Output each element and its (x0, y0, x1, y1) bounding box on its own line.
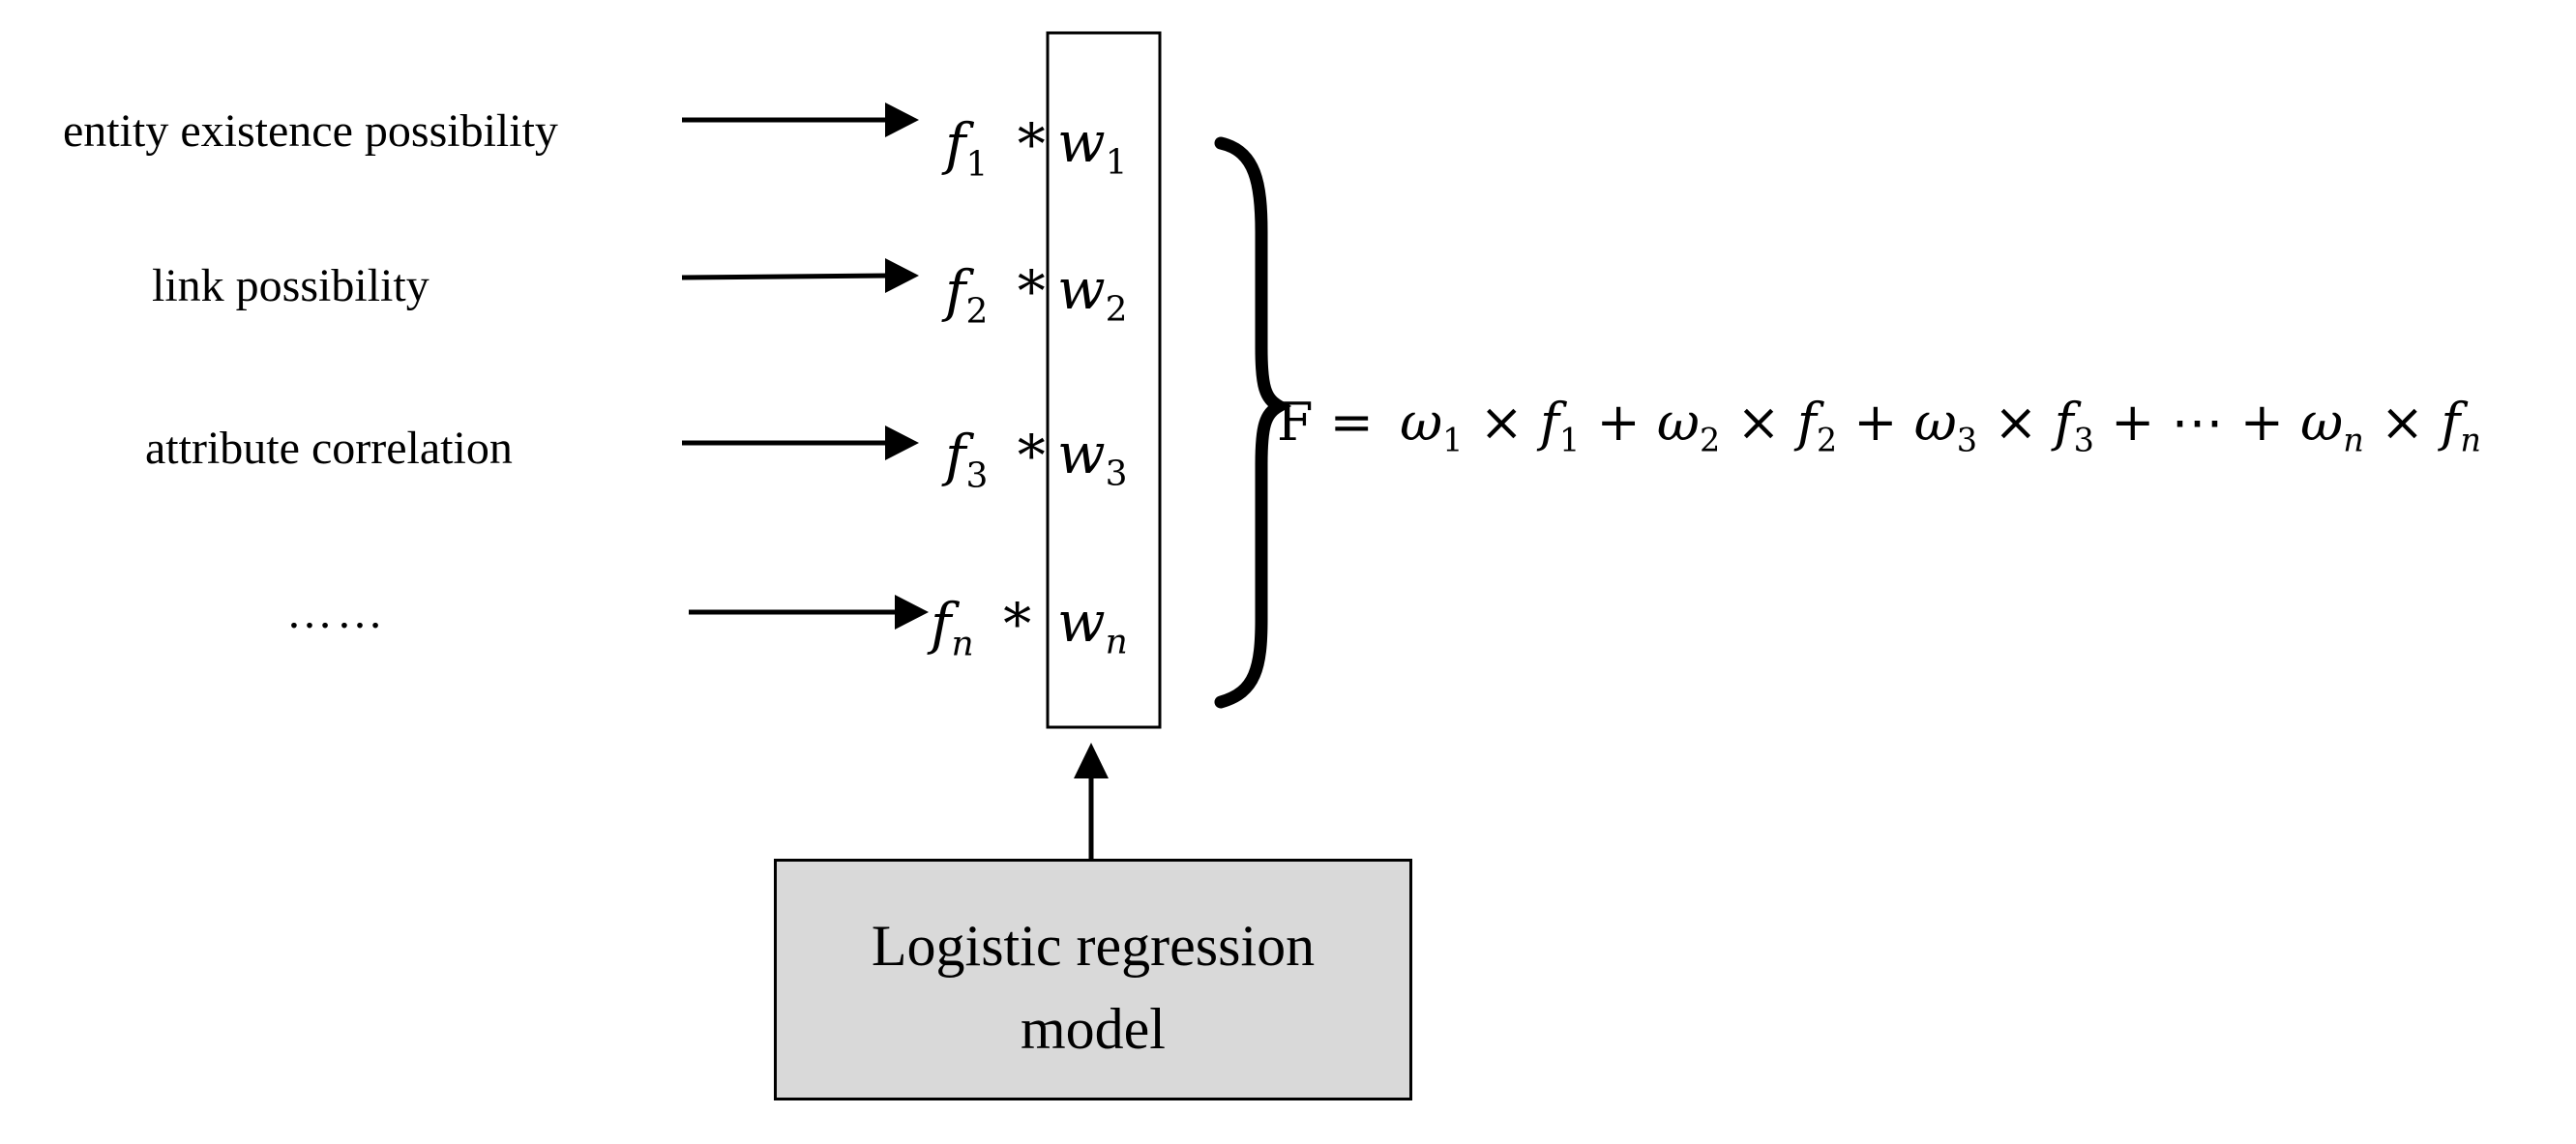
feature-term-2: f2 * (945, 263, 1046, 330)
weight-index: 1 (1105, 142, 1128, 183)
weight-index: 3 (1105, 454, 1128, 494)
weight-index: n (1105, 622, 1128, 662)
feature-label-attribute-correlation: attribute correlation (145, 423, 513, 474)
arrowhead-feature-3 (885, 425, 919, 460)
feature-index: 1 (965, 144, 989, 185)
formula-omega: ω (2300, 392, 2344, 453)
formula-f: f (2054, 392, 2074, 453)
weight-symbol: w (1057, 109, 1106, 175)
formula-index: n (2343, 421, 2364, 459)
feature-symbol: f (945, 423, 966, 488)
formula-times: × (1736, 392, 1781, 453)
formula-index: 3 (2073, 421, 2094, 459)
feature-term-1: f1 * (945, 116, 1046, 183)
formula-ellipsis: ⋯ (2171, 392, 2224, 453)
formula-index: n (2460, 421, 2481, 459)
feature-label-link-possibility: link possibility (152, 260, 429, 311)
formula-plus: + (1596, 392, 1641, 453)
formula-index: 1 (1559, 421, 1581, 459)
feature-index: n (951, 624, 974, 664)
aggregate-formula: F = ω1 × f1 + ω2 × f2 + ω3 × f3 + ⋯ + ωn… (1277, 396, 2481, 456)
formula-index: 2 (1816, 421, 1838, 459)
formula-plus: + (1853, 392, 1898, 453)
feature-term-n: fn * (931, 596, 1031, 662)
arrowhead-feature-n (895, 595, 929, 630)
weight-1: w1 (1057, 114, 1128, 181)
formula-omega: ω (1913, 392, 1957, 453)
feature-index: 3 (965, 455, 989, 496)
formula-plus: + (2111, 392, 2155, 453)
multiply-operator: * (1003, 591, 1032, 657)
weight-symbol: w (1057, 256, 1106, 322)
formula-omega: ω (1656, 392, 1700, 453)
feature-label-entity-existence: entity existence possibility (63, 105, 558, 157)
feature-index: 2 (965, 291, 989, 332)
weight-symbol: w (1057, 589, 1106, 655)
feature-symbol: f (931, 591, 952, 657)
logistic-regression-model-label: Logistic regression model (871, 914, 1316, 1061)
formula-f: f (2441, 392, 2461, 453)
feature-symbol: f (945, 258, 966, 324)
formula-f: f (1540, 392, 1559, 453)
arrowhead-feature-2 (885, 258, 919, 293)
formula-index: 2 (1699, 421, 1721, 459)
feature-arrows (681, 103, 929, 630)
formula-times: × (1994, 392, 2038, 453)
weight-index: 2 (1105, 289, 1128, 330)
model-to-weights-arrow (1074, 743, 1109, 859)
formula-lhs: F = (1277, 392, 1374, 453)
formula-times: × (1479, 392, 1524, 453)
weight-box (1046, 31, 1162, 729)
formula-f: f (1796, 392, 1817, 453)
weight-symbol: w (1057, 421, 1106, 486)
formula-times: × (2380, 392, 2425, 453)
formula-index: 3 (1956, 421, 1978, 459)
multiply-operator: * (1017, 111, 1046, 177)
multiply-operator: * (1017, 258, 1046, 324)
weight-2: w2 (1057, 261, 1128, 328)
weight-3: w3 (1057, 425, 1128, 492)
arrowhead-feature-1 (885, 103, 919, 137)
arrow-feature-2 (681, 273, 891, 280)
weight-n: wn (1057, 594, 1128, 660)
right-curly-brace (1214, 136, 1292, 709)
formula-index: 1 (1442, 421, 1464, 459)
feature-symbol: f (945, 111, 966, 177)
multiply-operator: * (1017, 423, 1046, 488)
formula-plus: + (2239, 392, 2284, 453)
feature-term-3: f3 * (945, 427, 1046, 494)
logistic-regression-model-box (774, 859, 1412, 1100)
feature-label-ellipsis: …… (286, 587, 387, 638)
formula-omega: ω (1400, 392, 1443, 453)
